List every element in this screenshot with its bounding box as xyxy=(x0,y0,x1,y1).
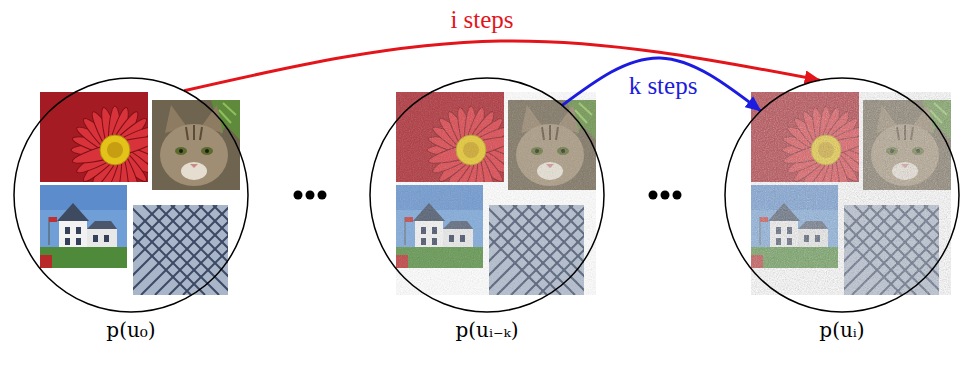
distribution-circle: p(uᵢ₋ₖ) xyxy=(369,77,605,313)
image-noise xyxy=(751,92,951,295)
circle-border xyxy=(370,78,604,312)
ellipsis-dots xyxy=(294,191,682,200)
image-wash xyxy=(751,92,951,295)
step-arrow xyxy=(562,58,761,111)
circle-outline xyxy=(13,77,249,313)
distribution-circle: p(uᵢ) xyxy=(724,77,960,313)
clean-images xyxy=(40,92,303,295)
noisy-images xyxy=(396,92,659,295)
circle-outline xyxy=(369,77,605,313)
circle-outline xyxy=(724,77,960,313)
noisier-images xyxy=(751,92,975,295)
step-label: i steps xyxy=(447,6,516,34)
distribution-label: p(u₀) xyxy=(0,318,279,342)
step-label: k steps xyxy=(626,72,701,100)
circle-border xyxy=(14,78,248,312)
distribution-label: p(uᵢ) xyxy=(694,318,975,342)
distribution-circle: p(u₀) xyxy=(13,77,249,313)
image-noise xyxy=(396,92,596,295)
circle-border xyxy=(725,78,959,312)
distribution-label: p(uᵢ₋ₖ) xyxy=(339,318,635,342)
image-wash xyxy=(396,92,596,295)
